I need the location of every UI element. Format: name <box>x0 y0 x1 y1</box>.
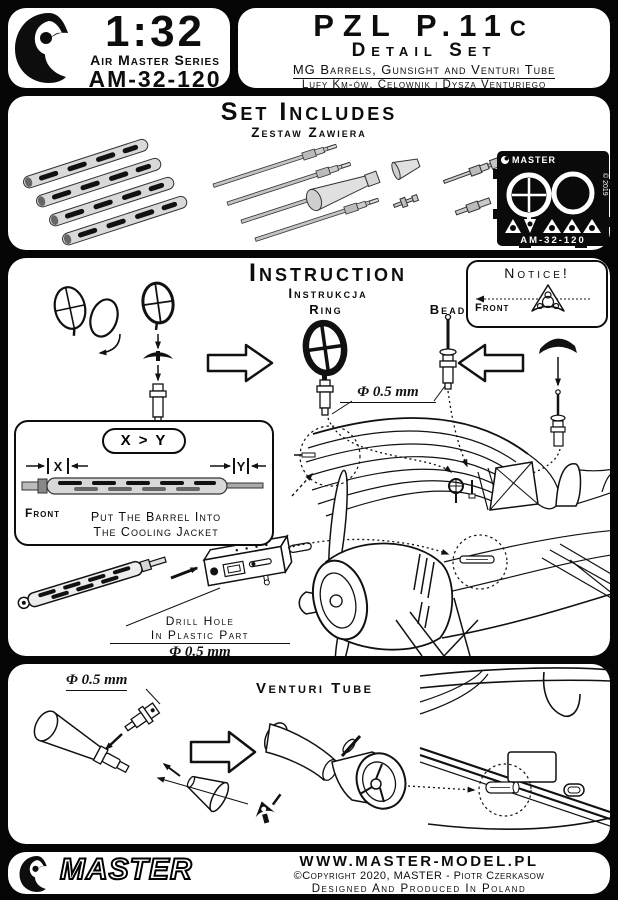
ring-label: Ring <box>309 302 343 317</box>
x-dim-label: X <box>54 459 63 474</box>
set-parts-drawing: MASTER © 2019 AM-32-120 <box>8 138 610 250</box>
set-includes-subtitle: Zestaw Zawiera <box>251 125 367 140</box>
xy-rule-box: X > Y X Y <box>14 420 274 546</box>
drill-label-line2: In Plastic Part <box>110 628 290 644</box>
footer-copyright: ©Copyright 2020, MASTER - Piotr Czerkaso… <box>293 870 545 882</box>
product-subtitle: Detail Set <box>351 40 497 61</box>
venturi-panel: Φ 0.5 mm Venturi Tube <box>8 664 610 844</box>
footer-panel: MASTER WWW.MASTER-MODEL.PL ©Copyright 20… <box>8 852 610 895</box>
notice-drawing <box>476 284 590 312</box>
header-left-panel: 1:32 Air Master Series AM-32-120 <box>8 7 230 92</box>
bead-label: Bead <box>429 302 467 317</box>
master-logo-icon <box>12 11 86 85</box>
footer-designed: Designed And Produced In Poland <box>311 883 527 895</box>
set-includes-title: Set Includes <box>220 98 398 126</box>
description-pl: Lufy Km-ów, Celownik i Dysza Venturiego <box>301 79 547 91</box>
fret-year-text: © 2019 <box>601 173 609 196</box>
xy-front-label: Front <box>25 506 60 520</box>
diameter-label: Φ 0.5 mm <box>340 384 436 403</box>
xy-caption-line1: Put The Barrel Into <box>90 510 222 524</box>
footer-url: WWW.MASTER-MODEL.PL <box>299 853 539 870</box>
fret-brand-text: MASTER <box>512 155 556 165</box>
notice-front-label: Front <box>475 302 510 314</box>
description-en: MG Barrels, Gunsight and Venturi Tube <box>292 62 556 79</box>
instruction-subtitle: Instrukcja <box>288 286 368 301</box>
notice-box: Notice! Front <box>466 260 608 328</box>
drill-label-line1: Drill Hole <box>165 614 235 628</box>
xy-formula: X > Y <box>102 428 186 454</box>
fret-sku-text: AM-32-120 <box>520 235 586 246</box>
sku-text: AM-32-120 <box>88 66 222 92</box>
header-right-panel: PZL P.11c Detail Set MG Barrels, Gunsigh… <box>238 8 610 91</box>
xy-caption-line2: The Cooling Jacket <box>93 525 219 539</box>
instruction-panel: Instruction Instrukcja Notice! Front Rin… <box>8 258 610 660</box>
venturi-tube-label: Venturi Tube <box>256 680 374 697</box>
set-includes-panel: Set Includes Zestaw Zawiera <box>8 96 610 250</box>
product-title: PZL P.11c <box>313 8 535 43</box>
venturi-drawing <box>33 667 610 830</box>
scale-text: 1:32 <box>104 7 206 56</box>
series-text: Air Master Series <box>90 52 220 68</box>
xy-barrel-drawing: X Y <box>21 458 266 495</box>
instruction-title: Instruction <box>249 259 407 287</box>
instruction-drawing <box>17 281 610 656</box>
venturi-diameter-label: Φ 0.5 mm <box>66 672 128 691</box>
footer-logo-icon <box>18 855 56 893</box>
notice-title: Notice! <box>504 265 570 281</box>
y-dim-label: Y <box>237 459 246 474</box>
footer-brand-wordmark: MASTER <box>59 852 193 887</box>
drill-diameter: Φ 0.5 mm <box>169 644 231 660</box>
